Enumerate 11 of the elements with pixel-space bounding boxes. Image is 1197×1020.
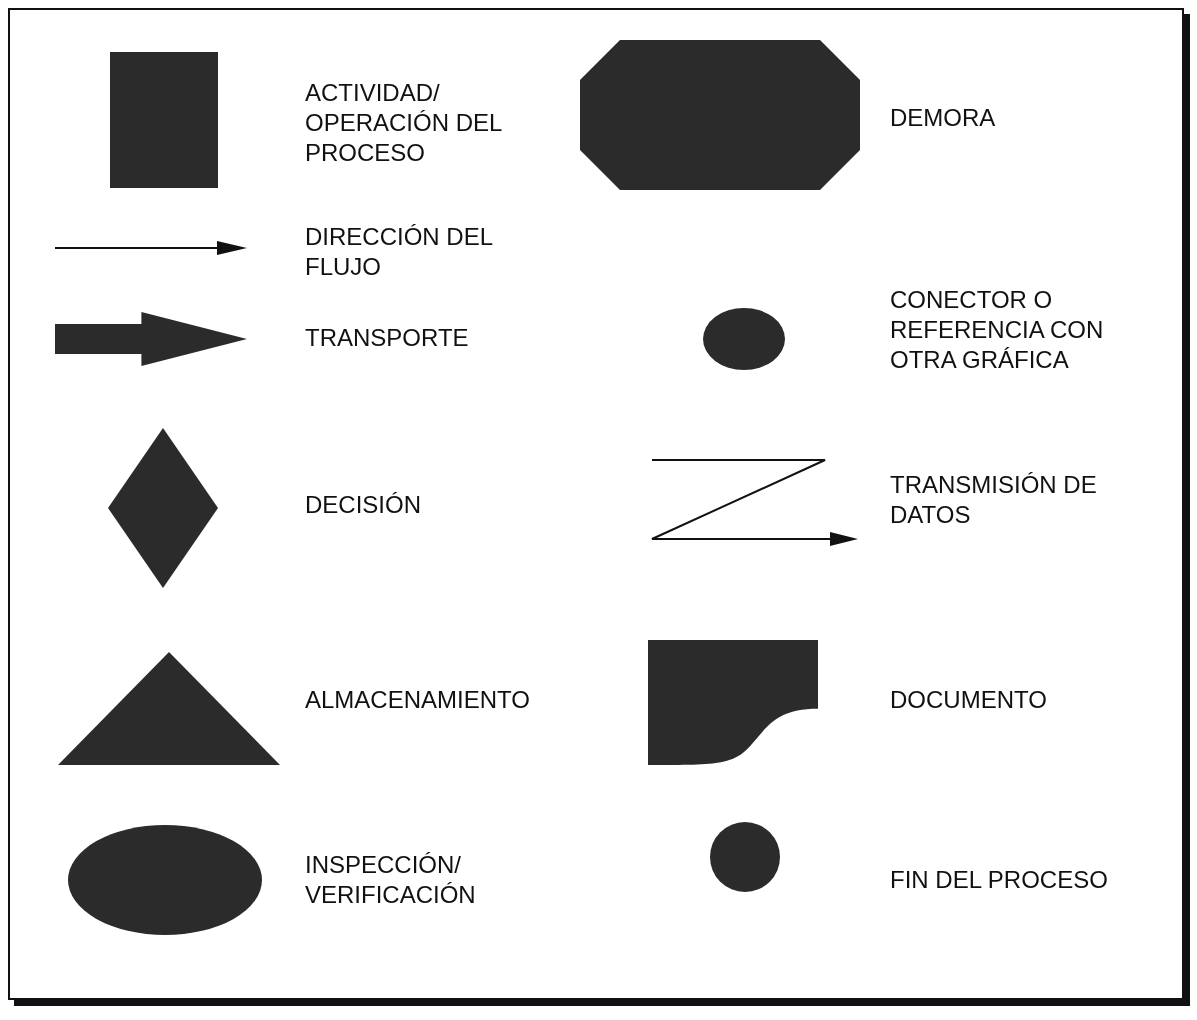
legend-text: DEMORA [890, 103, 997, 133]
legend-text: CONECTOR O REFERENCIA CON OTRA GRÁFICA [890, 285, 1105, 375]
legend-text: DIRECCIÓN DEL FLUJO [305, 222, 494, 282]
legend-text: TRANSMISIÓN DE DATOS [890, 470, 1098, 530]
legend-text: ACTIVIDAD/ OPERACIÓN DEL PROCESO [305, 78, 503, 168]
legend-text: INSPECCIÓN/ VERIFICACIÓN [305, 850, 477, 910]
legend-text: FIN DEL PROCESO [890, 865, 1109, 895]
legend-text: DOCUMENTO [890, 685, 1048, 715]
legend-text: TRANSPORTE [305, 323, 470, 353]
legend-text: ALMACENAMIENTO [305, 685, 531, 715]
legend-text: DECISIÓN [305, 490, 422, 520]
